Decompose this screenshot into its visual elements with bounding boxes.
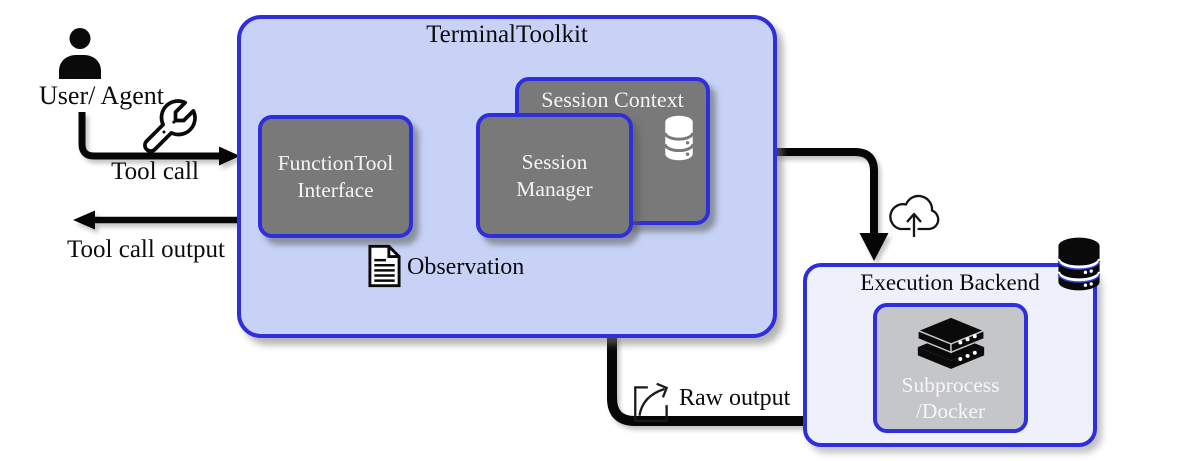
wrench-icon bbox=[143, 99, 197, 153]
functiontool-interface-box: FunctionTool Interface bbox=[258, 115, 413, 238]
terminal-toolkit-title: TerminalToolkit bbox=[426, 21, 588, 48]
tool-call-arrow bbox=[78, 112, 240, 166]
cloud-upload-icon bbox=[889, 194, 940, 237]
functiontool-interface-label-line1: FunctionTool bbox=[277, 151, 394, 176]
database-stack-icon bbox=[1056, 237, 1102, 291]
context-to-backend-arrow bbox=[710, 148, 889, 261]
subprocess-docker-box: Subprocess /Docker bbox=[873, 303, 1028, 433]
tool-call-label: Tool call bbox=[111, 158, 199, 185]
functiontool-interface-label-line2: Interface bbox=[297, 177, 374, 202]
user-agent-label: User/ Agent bbox=[39, 81, 164, 110]
raw-output-label: Raw output bbox=[679, 385, 791, 411]
session-manager-box: Session Manager bbox=[476, 113, 633, 238]
session-manager-label-line1: Session bbox=[521, 150, 588, 175]
session-manager-label-line2: Manager bbox=[516, 176, 593, 201]
observation-label: Observation bbox=[407, 254, 525, 280]
person-icon bbox=[59, 28, 101, 79]
tool-call-output-label: Tool call output bbox=[67, 236, 225, 263]
subprocess-docker-label-line1: Subprocess bbox=[901, 373, 1000, 397]
execution-backend-title: Execution Backend bbox=[860, 270, 1040, 295]
subprocess-docker-label-line2: /Docker bbox=[915, 398, 986, 423]
document-icon bbox=[368, 244, 401, 288]
database-icon bbox=[663, 115, 695, 161]
server-stack-icon bbox=[915, 316, 986, 369]
session-context-label: Session Context bbox=[541, 87, 684, 112]
share-arrow-icon bbox=[634, 382, 669, 423]
